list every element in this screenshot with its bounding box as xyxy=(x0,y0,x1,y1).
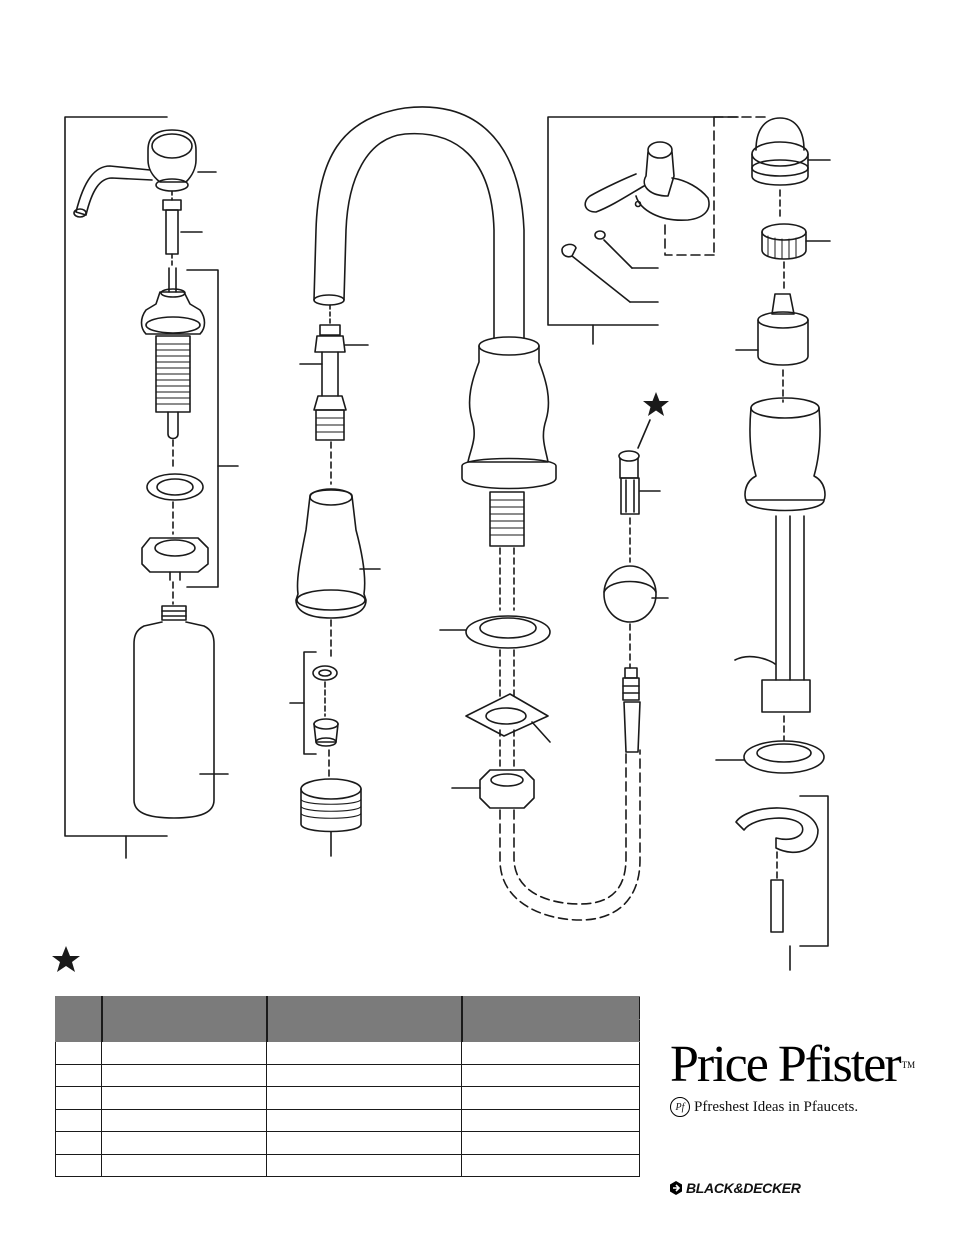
check-valve xyxy=(618,450,661,515)
trademark: TM xyxy=(901,1060,916,1070)
faucet-body-assembly xyxy=(439,336,641,921)
parts-table xyxy=(55,996,640,1177)
set-screw xyxy=(594,230,659,269)
black-decker-hexagon-icon xyxy=(670,1181,682,1195)
table-row xyxy=(55,1063,640,1087)
table-row xyxy=(55,1131,640,1155)
aerator xyxy=(313,718,339,747)
hose-connector xyxy=(299,304,369,441)
spray-head-assembly xyxy=(289,106,525,857)
table-header-row xyxy=(55,996,640,1020)
lever-handle xyxy=(584,141,710,221)
black-decker-logo: BLACK&DECKER xyxy=(669,1180,801,1196)
valve-assembly xyxy=(715,117,831,971)
valve-cartridge xyxy=(735,293,809,366)
faucet-base-body xyxy=(461,336,557,547)
hose-weight-assembly xyxy=(603,392,669,753)
soap-bottle xyxy=(133,605,229,819)
mounting-bracket xyxy=(735,807,819,854)
index-button xyxy=(561,243,659,303)
side-spray-body xyxy=(734,397,826,713)
soap-dispenser-assembly xyxy=(64,116,239,859)
aerator-washer xyxy=(312,665,338,681)
brand-name: Price Pfister xyxy=(670,1036,902,1093)
aerator-housing xyxy=(300,778,362,857)
legend-star-icon xyxy=(52,946,80,972)
hose-weight-ball xyxy=(603,565,669,623)
table-row xyxy=(55,1041,640,1065)
table-row xyxy=(55,1108,640,1132)
dispenser-washer xyxy=(146,473,204,501)
table-row xyxy=(55,1086,640,1110)
bonnet-cap xyxy=(751,117,831,186)
mounting-nut xyxy=(451,769,535,809)
escutcheon-ring xyxy=(439,615,551,649)
mounting-gasket xyxy=(465,693,551,743)
dispenser-pump-head xyxy=(73,129,217,218)
service-part-star xyxy=(637,392,669,449)
hose-end xyxy=(622,667,641,753)
brand-tagline: Pfreshest Ideas in Pfaucets. xyxy=(694,1098,859,1115)
handle-assembly xyxy=(547,116,766,345)
table-header-row xyxy=(55,1018,640,1042)
bonnet-nut xyxy=(761,223,831,260)
pf-monogram-icon: Pf xyxy=(670,1097,690,1117)
spray-head-shell xyxy=(295,488,381,619)
mounting-shank xyxy=(770,879,784,933)
dispenser-body xyxy=(140,288,206,440)
table-row xyxy=(55,1153,640,1177)
valve-escutcheon xyxy=(715,740,825,774)
dispenser-pump-stem xyxy=(162,190,203,293)
brand-tagline-row: Pf Pfreshest Ideas in Pfaucets. xyxy=(670,1097,858,1117)
dispenser-mounting-nut xyxy=(141,537,209,581)
parent-brand: BLACK&DECKER xyxy=(686,1180,801,1196)
